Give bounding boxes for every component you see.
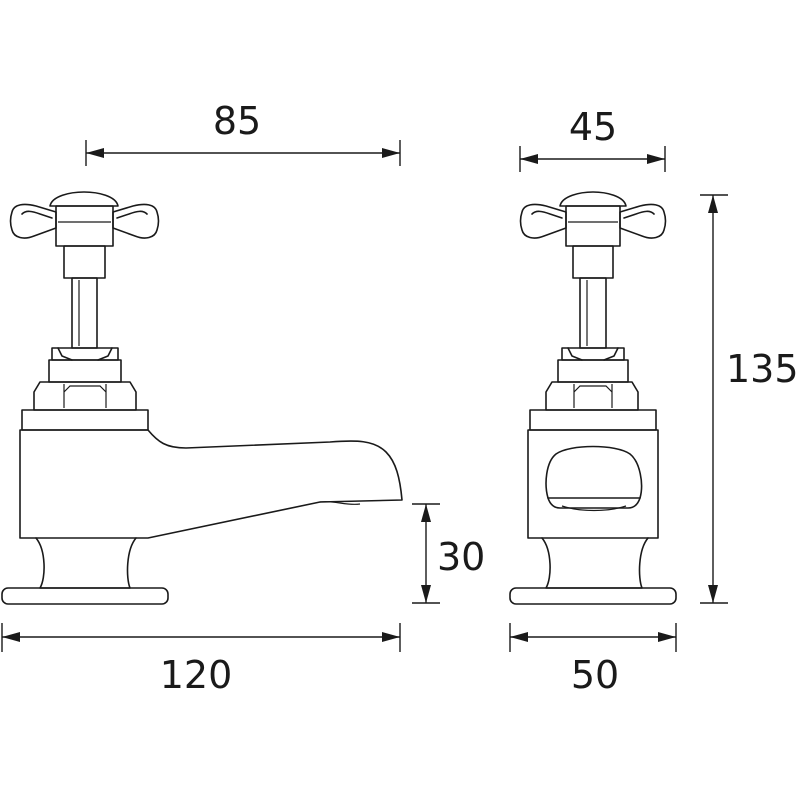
- front-gland-nut: [33, 347, 137, 411]
- side-crosshead-handle: [519, 191, 667, 279]
- side-gland-nut: [545, 347, 639, 411]
- dimension-label-30: 30: [437, 535, 485, 579]
- side-pedestal: [541, 537, 649, 589]
- front-base-plate: [1, 587, 169, 605]
- front-collar: [21, 409, 149, 431]
- dimension-label-135: 135: [726, 347, 799, 391]
- dimension-50: 50: [509, 623, 677, 697]
- dimension-label-50: 50: [571, 653, 619, 697]
- front-view-tap: [1, 191, 403, 605]
- front-crosshead-handle: [9, 191, 160, 279]
- front-pedestal: [35, 537, 137, 589]
- front-spindle: [71, 277, 98, 349]
- front-body-spout: [19, 429, 403, 539]
- dimension-120: 120: [1, 623, 401, 697]
- side-base-plate: [509, 587, 677, 605]
- side-view-tap: [509, 191, 677, 605]
- side-spindle: [579, 277, 607, 349]
- side-body: [527, 429, 659, 539]
- dimension-30: 30: [412, 503, 485, 604]
- side-collar: [529, 409, 657, 431]
- dimension-label-45: 45: [569, 105, 617, 149]
- dimension-85: 85: [85, 99, 401, 166]
- dimension-45: 45: [519, 105, 666, 172]
- dimension-label-120: 120: [160, 653, 233, 697]
- side-spout-outlet: [545, 445, 643, 499]
- dimension-label-85: 85: [213, 99, 261, 143]
- dimension-135: 135: [700, 194, 799, 604]
